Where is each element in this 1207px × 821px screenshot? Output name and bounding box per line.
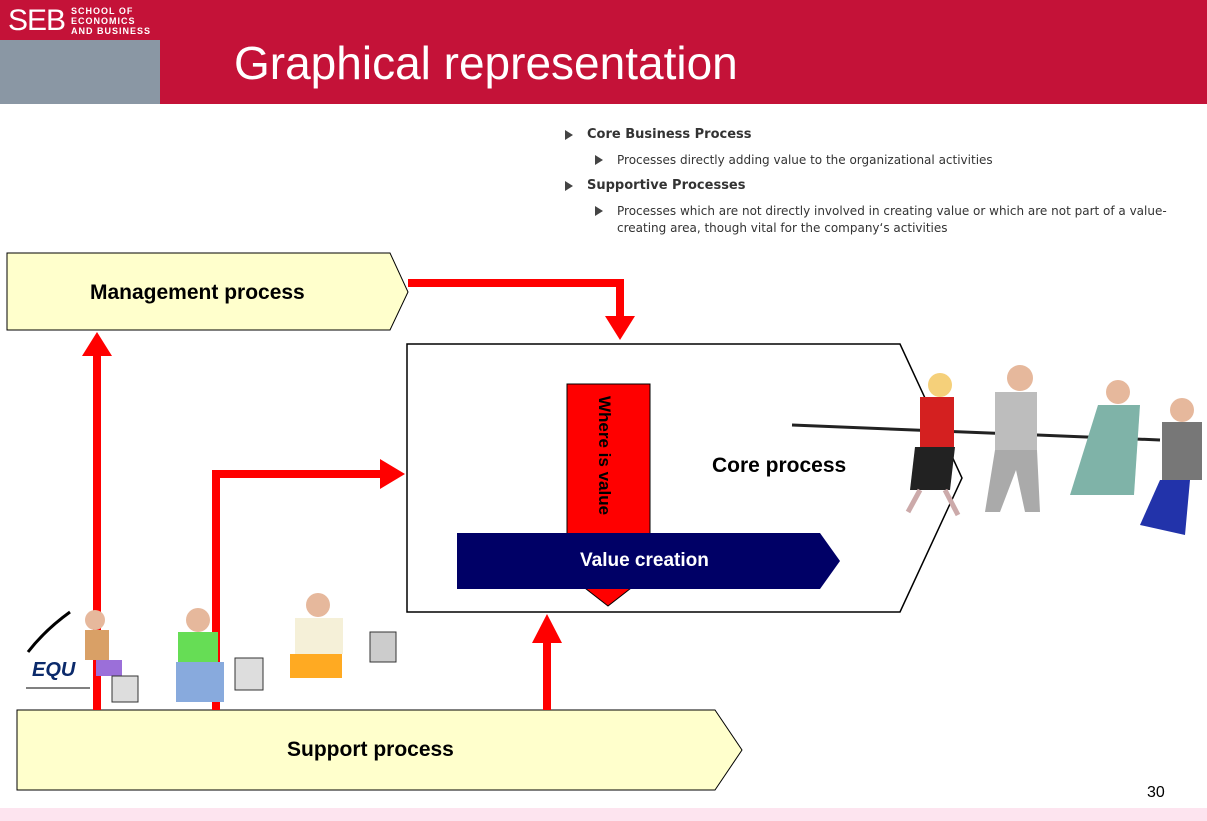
arrow-support-to-core-left [212, 470, 384, 710]
support-process-label: Support process [287, 738, 454, 761]
page-number: 30 [1147, 784, 1165, 801]
logo-seb-text: SEB [8, 4, 66, 37]
bullet-support: Supportive Processes [565, 178, 1195, 193]
bullet-core-title: Core Business Process [587, 127, 752, 142]
bullet-arrow-icon [595, 155, 603, 165]
management-process-shape [6, 252, 409, 331]
management-process-label: Management process [90, 281, 305, 304]
people-pulling-illustration [905, 365, 1202, 535]
header-bar: SEB SCHOOL OF ECONOMICS AND BUSINESS Gra… [0, 0, 1207, 104]
bullet-list: Core Business Process Processes directly… [565, 125, 1195, 246]
arrow-management-to-core [408, 279, 624, 318]
bullet-support-desc: Processes which are not directly involve… [617, 204, 1167, 235]
logo-line-3: AND BUSINESS [71, 26, 152, 36]
logo-subtitle: SCHOOL OF ECONOMICS AND BUSINESS [71, 6, 151, 36]
support-process-shape [16, 709, 743, 791]
core-process-label: Core process [712, 454, 847, 477]
arrowhead-up [532, 614, 562, 643]
where-is-value-label: Where is value [595, 396, 614, 516]
equis-logo: EQU [26, 610, 90, 689]
bullet-arrow-icon [595, 206, 603, 216]
logo-line-2: ECONOMICS [71, 16, 136, 26]
svg-text:EQU: EQU [32, 659, 76, 681]
arrowhead-up [82, 332, 112, 356]
logo-line-1: SCHOOL OF [71, 6, 134, 16]
arrowhead-down [605, 316, 635, 340]
bullet-core-sub: Processes directly adding value to the o… [565, 152, 1195, 169]
bullet-arrow-icon [565, 181, 573, 191]
bullet-core: Core Business Process [565, 127, 1195, 142]
value-creation-label: Value creation [580, 550, 709, 571]
bullet-support-sub: Processes which are not directly involve… [565, 203, 1195, 237]
arrowhead-right [380, 459, 405, 489]
seb-logo: SEB SCHOOL OF ECONOMICS AND BUSINESS [8, 4, 151, 37]
bullet-core-desc: Processes directly adding value to the o… [617, 153, 993, 167]
value-creation-bar [457, 533, 840, 589]
footer-strip [0, 808, 1207, 821]
workers-with-buckets-illustration [85, 593, 397, 703]
bullet-support-title: Supportive Processes [587, 178, 746, 193]
logo-panel [0, 40, 160, 104]
bullet-arrow-icon [565, 130, 573, 140]
slide-title: Graphical representation [234, 37, 738, 89]
